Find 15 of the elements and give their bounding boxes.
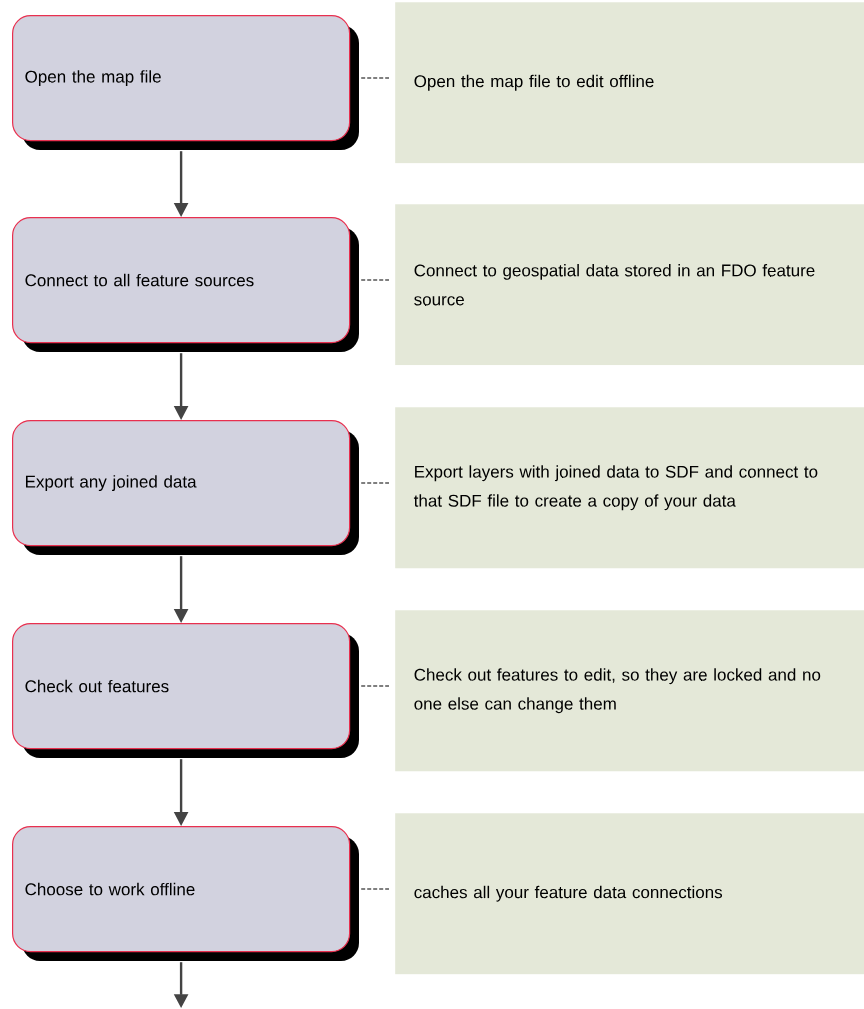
process-box: Export any joined data [12, 420, 359, 555]
connector-line [360, 77, 390, 79]
connector-line [360, 279, 390, 281]
process-box: Check out features [12, 623, 359, 758]
note-panel: Check out features to edit, so they are locked and no one else can change them [395, 610, 864, 772]
process-box: Open the map file [12, 15, 359, 150]
connector-line [360, 888, 390, 890]
note-panel: Connect to geospatial data stored in an FDO feature source [395, 204, 864, 366]
note-panel: caches all your feature data connections [395, 813, 864, 975]
note-panel: Open the map file to edit offline [395, 2, 864, 164]
process-box: Connect to all feature sources [12, 217, 359, 352]
connector-line [360, 482, 390, 484]
process-box: Choose to work offline [12, 826, 359, 961]
connector-line [360, 685, 390, 687]
note-panel: Export layers with joined data to SDF and connect to that SDF file to create a copy of your data [395, 407, 864, 569]
